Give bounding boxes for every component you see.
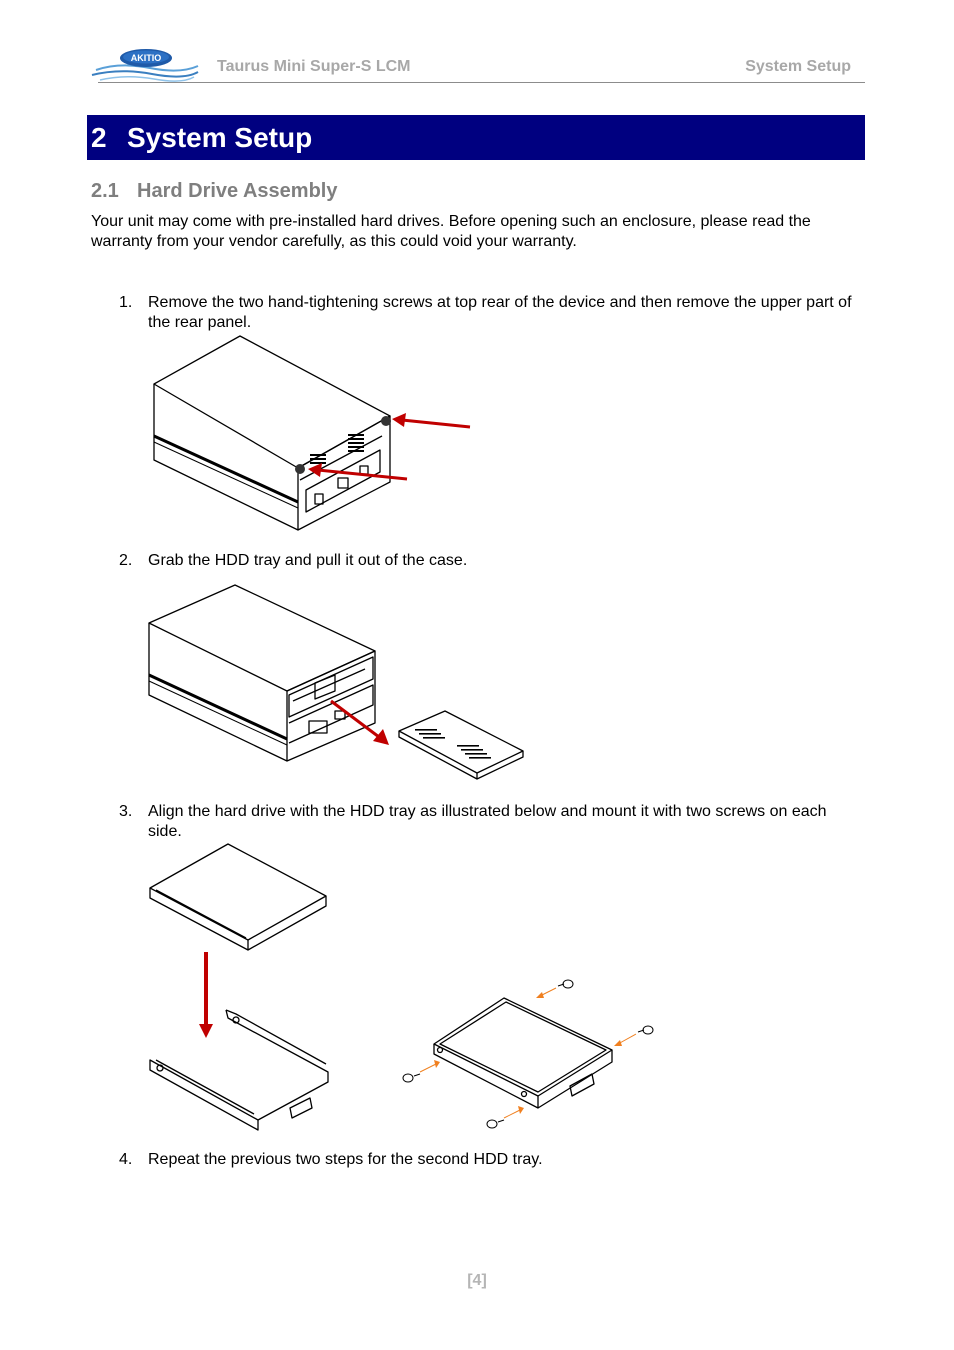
- chapter-number: 2: [91, 122, 107, 153]
- chapter-title: System Setup: [127, 122, 313, 153]
- step-number: 1.: [119, 294, 133, 311]
- section-title: Hard Drive Assembly: [137, 180, 338, 202]
- header-rule: [98, 82, 865, 83]
- intro-paragraph: Your unit may come with pre-installed ha…: [91, 213, 811, 250]
- akitio-logo: AKITIO: [91, 49, 199, 82]
- step-2: 2. Grab the HDD tray and pull it out of …: [119, 551, 859, 571]
- page-header: AKITIO Taurus Mini Super-S LCM System Se…: [90, 44, 865, 94]
- step-3: 3. Align the hard drive with the HDD tra…: [119, 802, 859, 842]
- header-section-name: System Setup: [745, 58, 851, 75]
- figure-mount-hard-drive: [149, 843, 654, 1131]
- step-text: Remove the two hand-tightening screws at…: [148, 294, 852, 331]
- step-number: 4.: [119, 1151, 133, 1168]
- svg-text:AKITIO: AKITIO: [131, 53, 162, 63]
- header-product-name: Taurus Mini Super-S LCM: [217, 58, 411, 75]
- section-heading: 2.1 Hard Drive Assembly: [91, 180, 337, 203]
- step-4: 4. Repeat the previous two steps for the…: [119, 1150, 859, 1170]
- chapter-heading: 2 System Setup: [91, 122, 312, 154]
- figure-pull-hdd-tray: [148, 584, 524, 780]
- step-number: 2.: [119, 552, 133, 569]
- page-number: [4]: [467, 1272, 487, 1289]
- step-text: Grab the HDD tray and pull it out of the…: [148, 552, 468, 569]
- step-text: Align the hard drive with the HDD tray a…: [148, 803, 827, 840]
- figure-remove-rear-panel: [153, 335, 471, 531]
- step-text: Repeat the previous two steps for the se…: [148, 1151, 543, 1168]
- section-number: 2.1: [91, 180, 119, 202]
- chapter-heading-bar: 2 System Setup: [87, 115, 865, 160]
- step-1: 1. Remove the two hand-tightening screws…: [119, 293, 859, 333]
- step-number: 3.: [119, 803, 133, 820]
